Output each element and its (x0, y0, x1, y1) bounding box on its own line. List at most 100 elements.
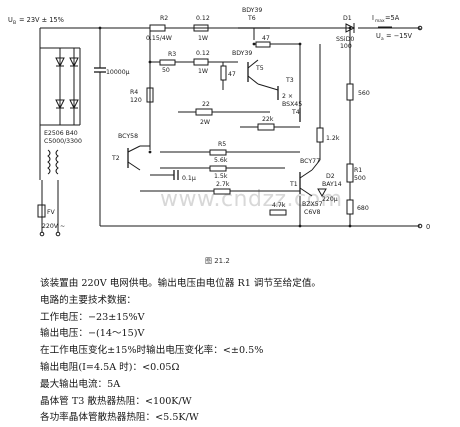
label-r012a: 0.12 (196, 15, 210, 22)
label-r2-value: 0.15/4W (146, 35, 172, 42)
resistor-r3 (159, 59, 176, 66)
resistor-1k5 (209, 165, 227, 172)
label-r3: R3 (168, 51, 176, 58)
spec-line: 工作电压：−23±15%V (40, 311, 145, 323)
resistor-4k7 (269, 209, 287, 216)
label-r15k: 1.5k (214, 173, 228, 180)
junction (148, 150, 152, 154)
label-c220: 220μ (322, 196, 338, 203)
resistor-r5 (209, 149, 227, 156)
label-w1b: 1W (198, 68, 208, 75)
wire-t5-t3 (257, 83, 279, 91)
label-bridge-2: C5000/3300 (44, 138, 82, 145)
figure-caption: 图 21.2 (205, 257, 230, 265)
terminal-output-bottom (417, 223, 423, 229)
resistor-22k (257, 123, 275, 131)
label-bcy58: BCY58 (118, 133, 138, 140)
transformer-primary (47, 149, 51, 175)
label-r4: R4 (130, 89, 138, 96)
label-ua-value: = −15V (386, 32, 413, 40)
label-c01: 0.1μ (182, 175, 196, 182)
junction (252, 42, 256, 46)
spec-line: 最大输出电流：5A (40, 378, 121, 390)
label-t2: T2 (111, 155, 120, 162)
transistor-t1-emitter (299, 187, 313, 197)
label-r1k2: 1.2k (326, 135, 340, 142)
resistor-r4 (146, 87, 154, 103)
label-ub: U (8, 16, 13, 24)
spec-line: 在工作电压变化±15%时输出电压变化率：<±0.5% (40, 345, 264, 357)
label-ub-value: = 23V ± 15% (19, 16, 64, 24)
label-t6: T6 (247, 15, 256, 22)
label-zero: 0 (426, 223, 430, 231)
label-r50: 50 (162, 67, 170, 74)
label-r56k: 5.6k (214, 157, 228, 164)
label-d1: D1 (343, 15, 352, 22)
resistor-47b (220, 65, 227, 81)
label-imax-sub: max (375, 19, 385, 24)
intro-line: 该装置由 220V 电网供电。输出电压由电位器 R1 调节至给定值。 (40, 278, 322, 289)
label-mains: 220V ~ (42, 223, 65, 230)
junction (348, 26, 352, 30)
diode-d2 (317, 188, 327, 198)
transistor-t5-emitter (247, 75, 259, 85)
label-r2: R2 (160, 15, 168, 22)
transformer-secondary (55, 149, 59, 175)
label-r47k: 4.7k (272, 202, 286, 209)
label-r1: R1 (354, 167, 362, 174)
spec-line: 输出电阻(I=4.5A 时)：<0.05Ω (40, 361, 180, 373)
heading-line: 电路的主要技术数据： (40, 294, 136, 306)
label-r22k: 22k (262, 116, 274, 123)
label-bay14: BAY14 (322, 181, 342, 188)
label-ua: U (376, 32, 381, 40)
resistor-47a (255, 41, 271, 48)
spec-line: 输出电压：−(14～15)V (40, 328, 145, 340)
fuse-fv (37, 204, 46, 218)
label-bridge-1: E2506 B40 (44, 130, 78, 137)
label-bdy39a: BDY39 (242, 7, 262, 14)
junction (348, 224, 352, 228)
label-t1: T1 (289, 181, 298, 188)
label-bzx: BZX57 (302, 201, 323, 208)
label-r120: 120 (130, 97, 142, 104)
junction (298, 224, 302, 228)
label-r27k: 2.7k (216, 181, 230, 188)
resistor-r2 (149, 24, 166, 32)
spec-line: 各功率晶体管散热器热阻：<5.5K/W (40, 412, 199, 424)
transistor-t2-collector (127, 145, 141, 153)
label-r012b: 0.12 (196, 50, 210, 57)
label-r5: R5 (218, 141, 226, 148)
junction (298, 42, 302, 46)
resistor-680 (346, 199, 354, 215)
transistor-t2-emitter (127, 161, 141, 171)
label-ua-sub: a (381, 37, 384, 42)
transistor-t1-collector (299, 169, 313, 179)
terminal-mains-1 (39, 231, 45, 237)
label-r47b: 47 (228, 71, 236, 78)
label-r680: 680 (357, 205, 369, 212)
label-w1a: 1W (198, 35, 208, 42)
junction (98, 26, 102, 30)
label-imax: I (372, 14, 374, 22)
label-cap10000: 10000μ (106, 69, 130, 76)
label-bdy39b: BDY39 (232, 50, 252, 57)
circuit-schematic: www.cndzz.com U B = 23V ± 15% R2 0.15/4W… (8, 7, 430, 237)
resistor-012a (193, 24, 209, 32)
label-r560: 560 (358, 90, 370, 97)
label-r47a: 47 (262, 35, 270, 42)
label-bsx2: BSX45 (282, 101, 302, 108)
wire-t1-1k2 (311, 159, 321, 171)
label-t4: T4 (291, 109, 300, 116)
description-text: 该装置由 220V 电网供电。输出电压由电位器 R1 调节至给定值。 电路的主要… (40, 276, 450, 427)
label-c100: 100 (340, 43, 352, 50)
label-r500: 500 (354, 175, 366, 182)
spec-line: 晶体管 T3 散热器热阻：<100K/W (40, 395, 192, 407)
label-ssid: SSiD0 (336, 36, 354, 43)
label-imax-value: =5A (385, 14, 400, 22)
junction (148, 60, 152, 64)
resistor-1k2 (316, 127, 324, 143)
label-w2: 2W (200, 119, 210, 126)
label-t3: T3 (285, 77, 294, 84)
resistor-560 (346, 83, 354, 101)
